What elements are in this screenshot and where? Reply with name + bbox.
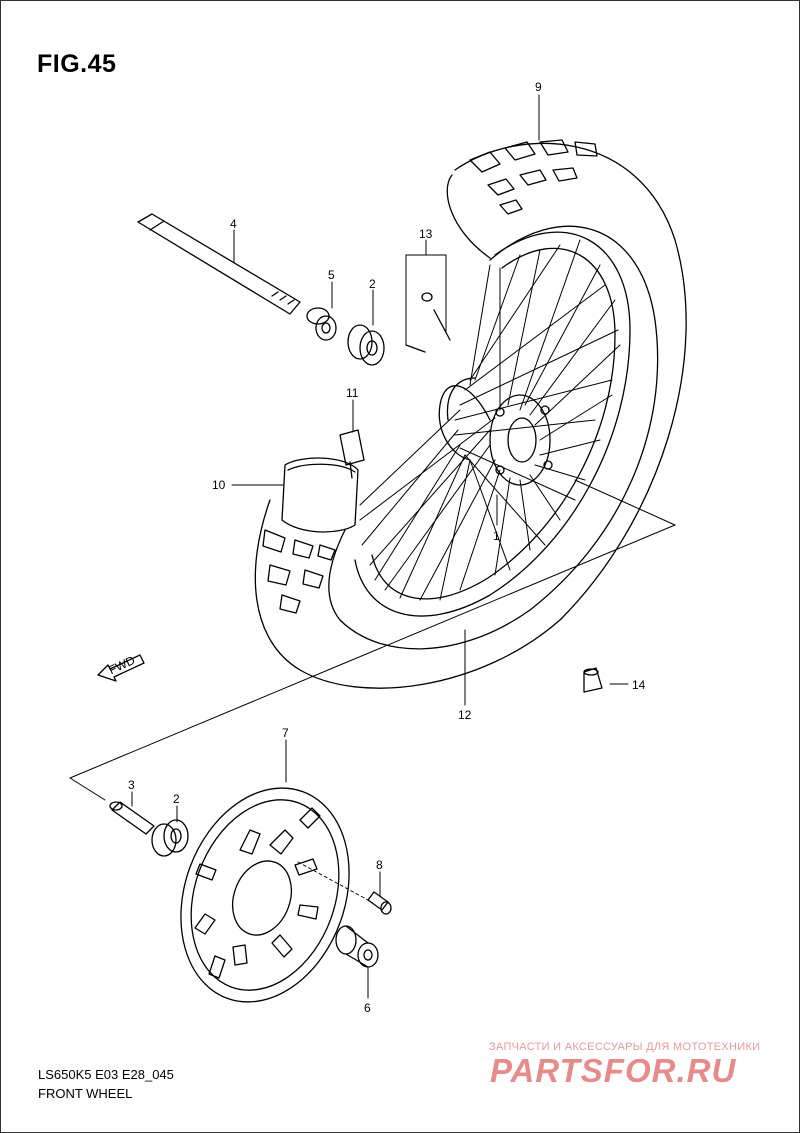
figure-title: FIG.45 — [37, 50, 117, 78]
callout-7: 7 — [282, 726, 289, 740]
figure-name: FRONT WHEEL — [38, 1086, 133, 1101]
callout-1: 1 — [493, 529, 500, 543]
callout-3: 3 — [128, 778, 135, 792]
callout-5: 5 — [328, 268, 335, 282]
watermark-tagline: ЗАПЧАСТИ И АКСЕССУАРЫ ДЛЯ МОТОТЕХНИКИ — [489, 1041, 761, 1053]
callout-12: 12 — [458, 708, 472, 722]
tube — [281, 457, 359, 533]
callout-4: 4 — [230, 217, 237, 231]
callout-9: 9 — [535, 80, 542, 94]
spoke-detail — [405, 292, 451, 353]
valve-cap — [583, 667, 603, 693]
distance-collar — [109, 801, 155, 835]
rim — [354, 231, 631, 617]
callout-2b: 2 — [173, 792, 180, 806]
spokes — [359, 239, 621, 601]
axle — [137, 213, 301, 315]
spacer — [306, 307, 337, 341]
explode-lines — [69, 479, 676, 801]
svg-text:PARTSFOR.RU: PARTSFOR.RU — [490, 1052, 736, 1088]
callout-13: 13 — [419, 227, 433, 241]
fwd-arrow-icon — [97, 654, 145, 682]
leader-lines — [131, 94, 629, 999]
callout-14: 14 — [632, 678, 646, 692]
watermark-logo: PARTSFOR.RU — [490, 1052, 736, 1088]
callout-11: 11 — [346, 386, 359, 400]
valve — [339, 429, 365, 479]
bearing-top — [347, 324, 385, 366]
callout-6: 6 — [364, 1001, 371, 1015]
callout-2a: 2 — [369, 277, 376, 291]
callout-10: 10 — [212, 478, 226, 492]
model-code: LS650K5 E03 E28_045 — [38, 1067, 174, 1082]
bearing-bottom — [151, 819, 189, 857]
tire — [254, 139, 687, 689]
brake-disc — [180, 787, 350, 1003]
callout-8: 8 — [376, 858, 383, 872]
disc-bolt — [297, 861, 392, 915]
spacer-bottom — [335, 925, 379, 968]
